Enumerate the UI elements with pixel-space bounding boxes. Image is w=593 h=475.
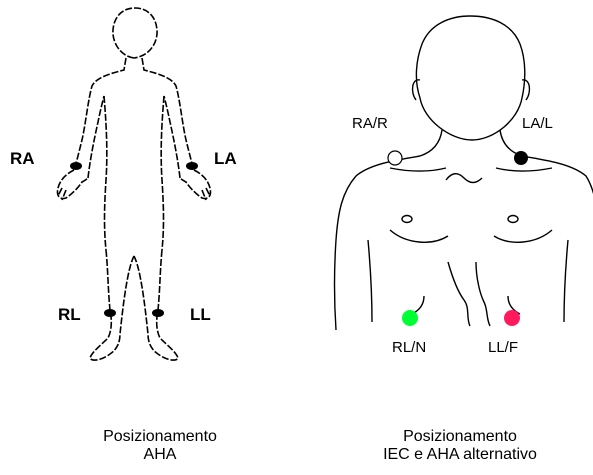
caption-iec: Posizionamento IEC e AHA alternativo xyxy=(340,428,580,464)
caption-iec-line2: IEC e AHA alternativo xyxy=(340,446,580,464)
electrode-la xyxy=(186,162,198,170)
aha-electrodes xyxy=(70,162,198,317)
label-ra-r: RA/R xyxy=(352,115,388,132)
electrode-ra-r xyxy=(388,151,402,165)
caption-aha-line1: Posizionamento xyxy=(40,428,280,446)
label-rl-n: RL/N xyxy=(392,339,426,356)
label-ll: LL xyxy=(190,305,211,324)
aha-body-outline: RA LA RL LL xyxy=(0,0,280,390)
caption-iec-line1: Posizionamento xyxy=(340,428,580,446)
caption-aha-line2: AHA xyxy=(40,446,280,464)
iec-torso-diagram: RA/R LA/L RL/N LL/F xyxy=(300,0,593,390)
label-ra: RA xyxy=(10,149,35,168)
electrode-ra xyxy=(70,162,82,170)
label-la-l: LA/L xyxy=(522,115,553,132)
label-rl: RL xyxy=(58,305,81,324)
electrode-rl xyxy=(104,309,116,317)
label-la: LA xyxy=(214,149,237,168)
aha-body-diagram: RA LA RL LL xyxy=(0,0,280,390)
electrode-rl-n xyxy=(402,310,418,326)
electrode-ll xyxy=(152,309,164,317)
label-ll-f: LL/F xyxy=(488,339,518,356)
electrode-la-l xyxy=(514,151,528,165)
electrode-ll-f xyxy=(504,310,520,326)
iec-torso-outline: RA/R LA/L RL/N LL/F xyxy=(300,0,593,390)
caption-aha: Posizionamento AHA xyxy=(40,428,280,464)
